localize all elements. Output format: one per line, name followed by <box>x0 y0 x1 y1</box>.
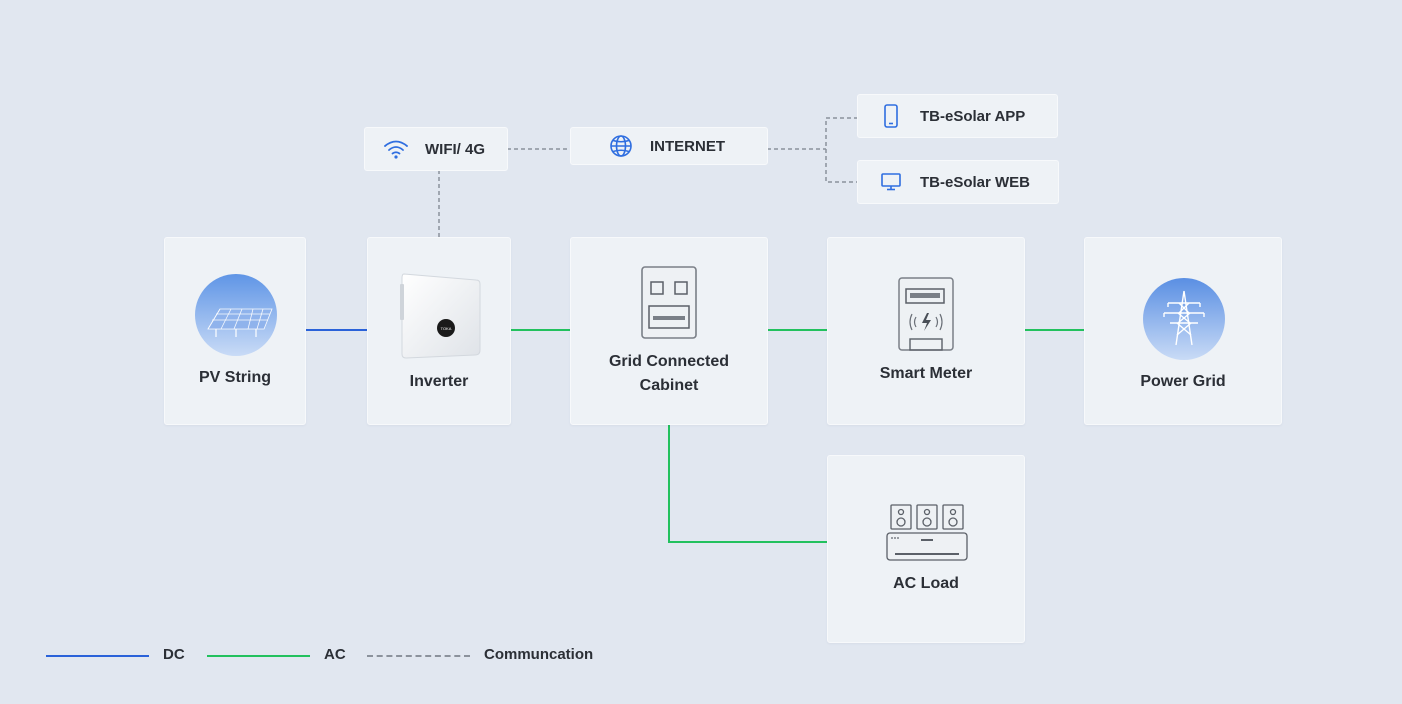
wifi-4g-label: WIFI/ 4G <box>425 140 485 158</box>
legend-comm-label: Communcation <box>484 646 594 663</box>
smart-meter-card: Smart Meter <box>827 237 1025 425</box>
ac-load-icon <box>886 504 968 561</box>
solar-panel-icon <box>195 274 277 356</box>
inverter-device-icon: TOKA <box>400 273 481 359</box>
legend-dc-swatch <box>46 655 149 657</box>
ac-load-label: AC Load <box>893 575 959 592</box>
ac-load-card: AC Load <box>827 455 1025 643</box>
tb-esolar-web-node[interactable]: TB-eSolar WEB <box>857 160 1059 204</box>
internet-node: INTERNET <box>570 127 768 165</box>
monitor-icon <box>881 173 901 191</box>
ac-wire-cabinet-load <box>668 424 828 543</box>
legend-ac-label: AC <box>324 646 346 663</box>
svg-text:TOKA: TOKA <box>441 326 452 331</box>
smart-meter-icon <box>898 277 954 351</box>
legend-comm-swatch <box>367 655 470 657</box>
wifi-4g-node: WIFI/ 4G <box>364 127 508 171</box>
cabinet-icon <box>641 266 697 339</box>
pv-string-card: PV String <box>164 237 306 425</box>
smart-meter-label: Smart Meter <box>879 365 973 382</box>
tb-esolar-app-node[interactable]: TB-eSolar APP <box>857 94 1058 138</box>
wifi-icon <box>384 140 408 159</box>
internet-label: INTERNET <box>650 137 725 155</box>
tb-esolar-app-label: TB-eSolar APP <box>920 107 1026 125</box>
globe-icon <box>610 135 632 157</box>
pv-string-label: PV String <box>198 369 271 386</box>
legend-ac-swatch <box>207 655 310 657</box>
phone-icon <box>884 104 898 128</box>
comm-wire-branch <box>825 117 858 183</box>
cabinet-card: Grid Connected Cabinet <box>570 237 768 425</box>
cabinet-label: Grid Connected Cabinet <box>608 353 729 394</box>
legend-dc-label: DC <box>163 646 185 663</box>
inverter-card: TOKA Inverter <box>367 237 511 425</box>
tb-esolar-web-label: TB-eSolar WEB <box>920 173 1031 191</box>
power-grid-card: Power Grid <box>1084 237 1282 425</box>
inverter-label: Inverter <box>409 373 469 390</box>
power-grid-label: Power Grid <box>1140 373 1226 390</box>
power-tower-icon <box>1143 278 1225 360</box>
